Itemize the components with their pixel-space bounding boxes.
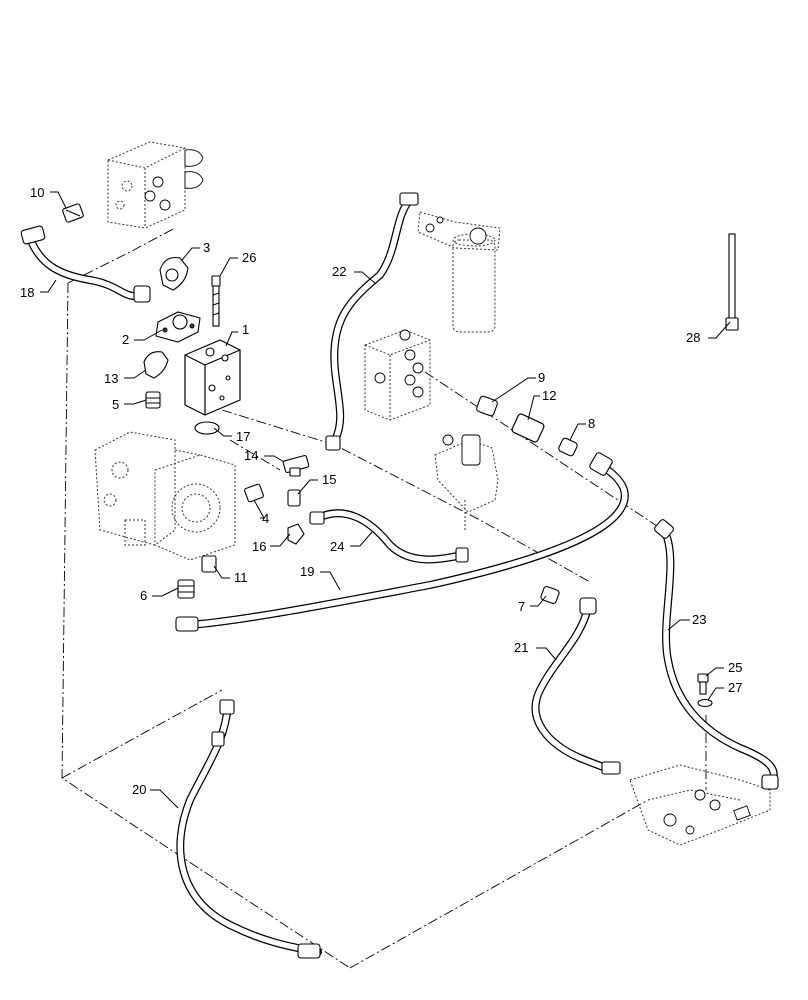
part-6-adapter bbox=[177, 579, 195, 599]
callout-28: 28 bbox=[686, 330, 700, 345]
callout-15: 15 bbox=[322, 472, 336, 487]
callout-24: 24 bbox=[330, 539, 344, 554]
part-2-flange bbox=[155, 311, 201, 343]
part-4-adapter bbox=[244, 483, 264, 503]
callout-labels: 10 18 3 26 2 1 13 5 17 14 4 15 16 24 11 … bbox=[20, 185, 742, 797]
callout-4: 4 bbox=[262, 511, 269, 526]
ref-sensor-bracket bbox=[434, 434, 499, 530]
callout-10: 10 bbox=[30, 185, 44, 200]
callout-18: 18 bbox=[20, 285, 34, 300]
part-7-adapter bbox=[540, 585, 560, 605]
callout-2: 2 bbox=[122, 332, 129, 347]
part-3-elbow bbox=[159, 256, 189, 291]
callout-27: 27 bbox=[728, 680, 742, 695]
part-27-washer bbox=[697, 698, 713, 708]
hose-20 bbox=[176, 699, 322, 959]
part-11-adapter bbox=[201, 555, 217, 573]
part-1-manifold-block bbox=[184, 339, 241, 416]
ref-valve-block-top bbox=[107, 141, 204, 229]
callout-7: 7 bbox=[518, 599, 525, 614]
part-26-bolt bbox=[211, 275, 221, 327]
callout-22: 22 bbox=[332, 264, 346, 279]
ref-filter-assembly bbox=[417, 211, 501, 333]
part-28-cable-tie bbox=[725, 233, 739, 331]
part-14-tee bbox=[282, 454, 310, 477]
part-10-adapter bbox=[62, 203, 84, 223]
hose-23 bbox=[654, 519, 779, 790]
callout-25: 25 bbox=[728, 660, 742, 675]
callout-1: 1 bbox=[242, 322, 249, 337]
callout-20: 20 bbox=[132, 782, 146, 797]
ref-pump-assembly bbox=[94, 431, 236, 561]
callout-16: 16 bbox=[252, 539, 266, 554]
part-12-coupling bbox=[511, 413, 545, 443]
callout-12: 12 bbox=[542, 388, 556, 403]
part-13-elbow bbox=[143, 351, 169, 379]
callout-5: 5 bbox=[112, 397, 119, 412]
callout-17: 17 bbox=[236, 429, 250, 444]
part-25-bolt bbox=[697, 673, 709, 695]
part-5-adapter bbox=[145, 391, 161, 409]
assembly-centerlines bbox=[61, 227, 707, 969]
ref-valve-block-bottom bbox=[629, 764, 771, 846]
leader-lines bbox=[40, 191, 731, 809]
hose-24 bbox=[309, 509, 469, 564]
hose-22 bbox=[325, 192, 419, 451]
callout-11: 11 bbox=[234, 570, 248, 585]
callout-23: 23 bbox=[692, 612, 706, 627]
part-8-adapter bbox=[558, 437, 578, 457]
callout-14: 14 bbox=[244, 448, 258, 463]
part-9-adapter bbox=[476, 395, 498, 417]
hose-18 bbox=[20, 225, 151, 303]
hose-19 bbox=[175, 452, 629, 632]
callout-3: 3 bbox=[203, 240, 210, 255]
callout-26: 26 bbox=[242, 250, 256, 265]
part-16-elbow bbox=[287, 523, 305, 545]
callout-19: 19 bbox=[300, 564, 314, 579]
hose-21 bbox=[531, 597, 621, 775]
callout-21: 21 bbox=[514, 640, 528, 655]
callout-9: 9 bbox=[538, 370, 545, 385]
part-15-adapter bbox=[287, 489, 301, 507]
callout-6: 6 bbox=[140, 588, 147, 603]
ref-valve-block-mid bbox=[364, 329, 431, 421]
callout-13: 13 bbox=[104, 371, 118, 386]
part-17-oring bbox=[194, 421, 220, 435]
callout-8: 8 bbox=[588, 416, 595, 431]
